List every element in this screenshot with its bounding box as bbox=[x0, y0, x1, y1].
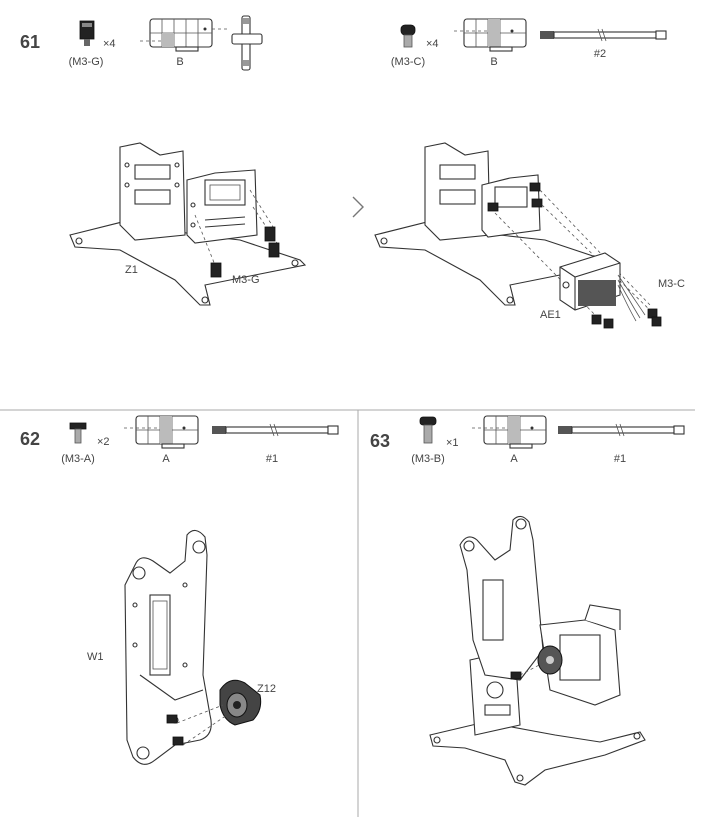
step-61-board-label: B bbox=[176, 56, 184, 68]
step-61-screw-label: (M3-G) bbox=[68, 56, 104, 68]
step-61-qty: ×4 bbox=[103, 38, 116, 50]
step-62-qty: ×2 bbox=[97, 436, 110, 448]
step-63-cable-label: #1 bbox=[613, 453, 627, 465]
step-61b-assembly-diagram bbox=[374, 142, 662, 329]
step-62-part-w: W1 bbox=[87, 651, 104, 663]
step-61b-cable-label: #2 bbox=[593, 48, 607, 60]
m3b-screw-icon bbox=[419, 416, 437, 444]
m3c-screw-icon bbox=[400, 24, 416, 48]
step-63-qty: ×1 bbox=[446, 437, 459, 449]
step-62-part-z: Z12 bbox=[257, 683, 276, 695]
board-b-icon-2 bbox=[454, 18, 527, 52]
step-63-screw-label: (M3-B) bbox=[411, 453, 445, 465]
step-61b-qty: ×4 bbox=[426, 38, 439, 50]
step-62-cable-label: #1 bbox=[265, 453, 279, 465]
step-61b-part-screw: M3-C bbox=[658, 278, 685, 290]
cable-1-icon bbox=[212, 423, 339, 437]
step-61-part-z: Z1 bbox=[125, 264, 138, 276]
step-61-assembly-diagram bbox=[69, 142, 307, 306]
board-a-icon-2 bbox=[472, 415, 547, 449]
m3g-standoff-icon bbox=[79, 20, 95, 46]
step-62-assembly-diagram bbox=[124, 529, 262, 765]
step-61-number: 61 bbox=[20, 32, 41, 52]
step-63-board-label: A bbox=[510, 453, 518, 465]
cable-2-icon bbox=[540, 28, 667, 42]
m3a-screw-icon bbox=[69, 422, 87, 444]
hex-wrench-icon bbox=[231, 15, 263, 71]
step-62-screw-label: (M3-A) bbox=[61, 453, 95, 465]
cable-1-icon-2 bbox=[558, 423, 685, 437]
step-62-number: 62 bbox=[20, 429, 41, 449]
board-a-icon bbox=[124, 415, 199, 449]
step-62-board-label: A bbox=[162, 453, 170, 465]
board-b-icon bbox=[140, 18, 228, 52]
step-61b-part-servo: AE1 bbox=[540, 309, 561, 321]
step-63-number: 63 bbox=[370, 431, 391, 451]
step-61-part-screw: M3-G bbox=[232, 274, 260, 286]
step-63-assembly-diagram bbox=[429, 515, 646, 786]
chevron-right-icon bbox=[352, 196, 364, 218]
step-61b-board-label: B bbox=[490, 56, 498, 68]
step-61b-screw-label: (M3-C) bbox=[390, 56, 426, 68]
